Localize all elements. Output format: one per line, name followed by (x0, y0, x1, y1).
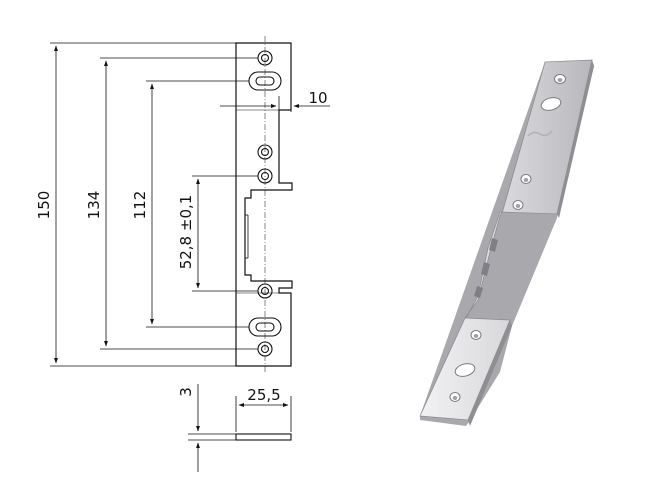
side-view (235, 433, 292, 441)
dim-52-8-label: 52,8 ±0,1 (177, 195, 195, 270)
dimension-150 (50, 42, 236, 367)
plate-3d-render (419, 59, 594, 426)
dimension-25-5 (235, 396, 292, 432)
front-view (235, 42, 293, 367)
dim-150-label: 150 (35, 191, 53, 220)
dim-3-label: 3 (177, 387, 195, 397)
embossed-logo (527, 130, 553, 137)
plate-outline (235, 42, 293, 367)
dimension-112 (146, 80, 249, 328)
dim-112-label: 112 (131, 191, 149, 220)
dim-134-label: 134 (85, 191, 103, 220)
dim-10-label: 10 (308, 89, 327, 107)
dimension-3 (188, 384, 236, 472)
dim-25-5-label: 25,5 (247, 386, 280, 404)
dimension-52-8 (192, 175, 258, 292)
dimension-10 (220, 96, 330, 112)
dimension-134 (100, 57, 258, 350)
